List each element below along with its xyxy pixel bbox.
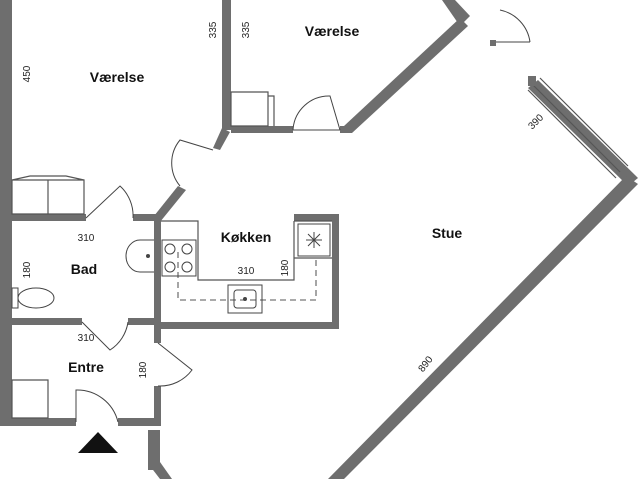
- wall-entre-right: [154, 329, 161, 343]
- wall-bad-bottom-right: [128, 318, 154, 325]
- wall-kokken-top: [294, 214, 339, 221]
- wall-hall-diagonal-lower: [154, 186, 186, 222]
- door-entre-right: [157, 342, 193, 387]
- wall-bottom-stub: [148, 430, 160, 470]
- wall-kokken-bottom: [161, 322, 339, 329]
- dimension-335-right: 335: [241, 21, 252, 38]
- door-hall: [171, 139, 214, 187]
- door-vaerelse-left: [85, 185, 134, 219]
- dimension-335-left: 335: [208, 21, 219, 38]
- wall-entre-bottom-left: [0, 418, 76, 426]
- room-label-stue: Stue: [432, 225, 463, 241]
- wall-left-top-room-divider: [222, 0, 231, 130]
- dimension-450: 450: [22, 65, 33, 82]
- dimension-890: 890: [417, 354, 436, 374]
- bath-sink-icon: [125, 239, 154, 273]
- wall-hall-diagonal: [213, 128, 230, 150]
- wall-outer-right-diagonal: [528, 80, 638, 186]
- entrance-arrow-icon: [78, 432, 118, 453]
- wall-entre-bottom-right: [118, 418, 161, 426]
- window-stue: [527, 77, 629, 179]
- dimension-180-kokken: 180: [280, 259, 291, 276]
- wall-vaerelse-diagonal: [344, 18, 468, 133]
- dimension-180-bad: 180: [22, 261, 33, 278]
- balcony-door: [492, 9, 531, 43]
- room-label-bad: Bad: [71, 261, 97, 277]
- wall-kokken-left: [154, 214, 161, 329]
- wall-entre-right-lower: [154, 386, 161, 426]
- closet-vaerelse-left: [11, 175, 85, 215]
- door-front: [75, 389, 119, 423]
- balcony-door-frame-2: [528, 76, 536, 86]
- wall-vaerelse-left-bottom: [12, 214, 86, 221]
- dimension-310-entre: 310: [78, 333, 95, 344]
- fan-icon: [297, 223, 331, 257]
- closet-vaerelse-right: [230, 91, 275, 127]
- sink-icon: [227, 284, 263, 314]
- kitchen-counter: [161, 220, 332, 281]
- room-label-vaerelse-right: Værelse: [305, 23, 360, 39]
- room-label-kokken: Køkken: [221, 229, 272, 245]
- stove-icon: [161, 239, 197, 277]
- dimension-390: 390: [526, 112, 546, 132]
- door-vaerelse-right: [292, 95, 341, 131]
- wall-kokken-right: [332, 214, 339, 329]
- toilet-icon: [11, 287, 55, 309]
- wall-vaerelse-bottom: [231, 126, 293, 133]
- wall-bad-bottom-left: [12, 318, 82, 325]
- wall-vaerelse-bottom-right: [340, 126, 352, 133]
- dimension-310-kokken: 310: [238, 266, 255, 277]
- room-label-entre: Entre: [68, 359, 104, 375]
- wall-left: [0, 0, 12, 420]
- wall-top-right-diagonal: [442, 0, 470, 26]
- dimension-180-entre: 180: [138, 361, 149, 378]
- dimension-310-bad: 310: [78, 233, 95, 244]
- wall-outer-bottom-right-diagonal: [328, 176, 638, 479]
- wall-bad-top-right: [133, 214, 158, 221]
- wall-bottom-stub-diagonal: [150, 462, 172, 479]
- balcony-door-frame: [490, 40, 496, 46]
- closet-entre: [11, 379, 49, 419]
- door-bad: [81, 321, 129, 351]
- room-label-vaerelse-left: Værelse: [90, 69, 145, 85]
